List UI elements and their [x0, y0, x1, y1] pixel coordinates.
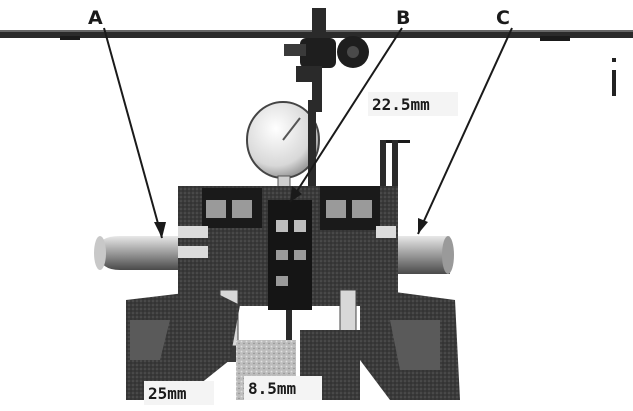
arrowhead-c [418, 218, 428, 234]
dimension-label-22-5mm: 22.5mm [372, 95, 430, 114]
arrowhead-b [290, 186, 302, 202]
edge-marks [612, 58, 616, 96]
callout-b: B [396, 7, 410, 29]
callout-a: A [88, 7, 103, 29]
cylinder-head-block [178, 186, 398, 310]
dimension-label-25mm: 25mm [148, 384, 187, 403]
dial-indicator-clamp [284, 8, 369, 112]
leader-arrowheads [154, 186, 428, 238]
gauge-plunger-rods [286, 100, 410, 380]
leader-line-a [103, 27, 163, 239]
leader-line-c [417, 27, 513, 235]
leader-line-b [289, 27, 403, 203]
dimension-label-8-5mm: 8.5mm [248, 379, 297, 398]
leader-lines [103, 27, 513, 239]
callout-c: C [496, 7, 510, 29]
arrowhead-a [154, 222, 166, 238]
